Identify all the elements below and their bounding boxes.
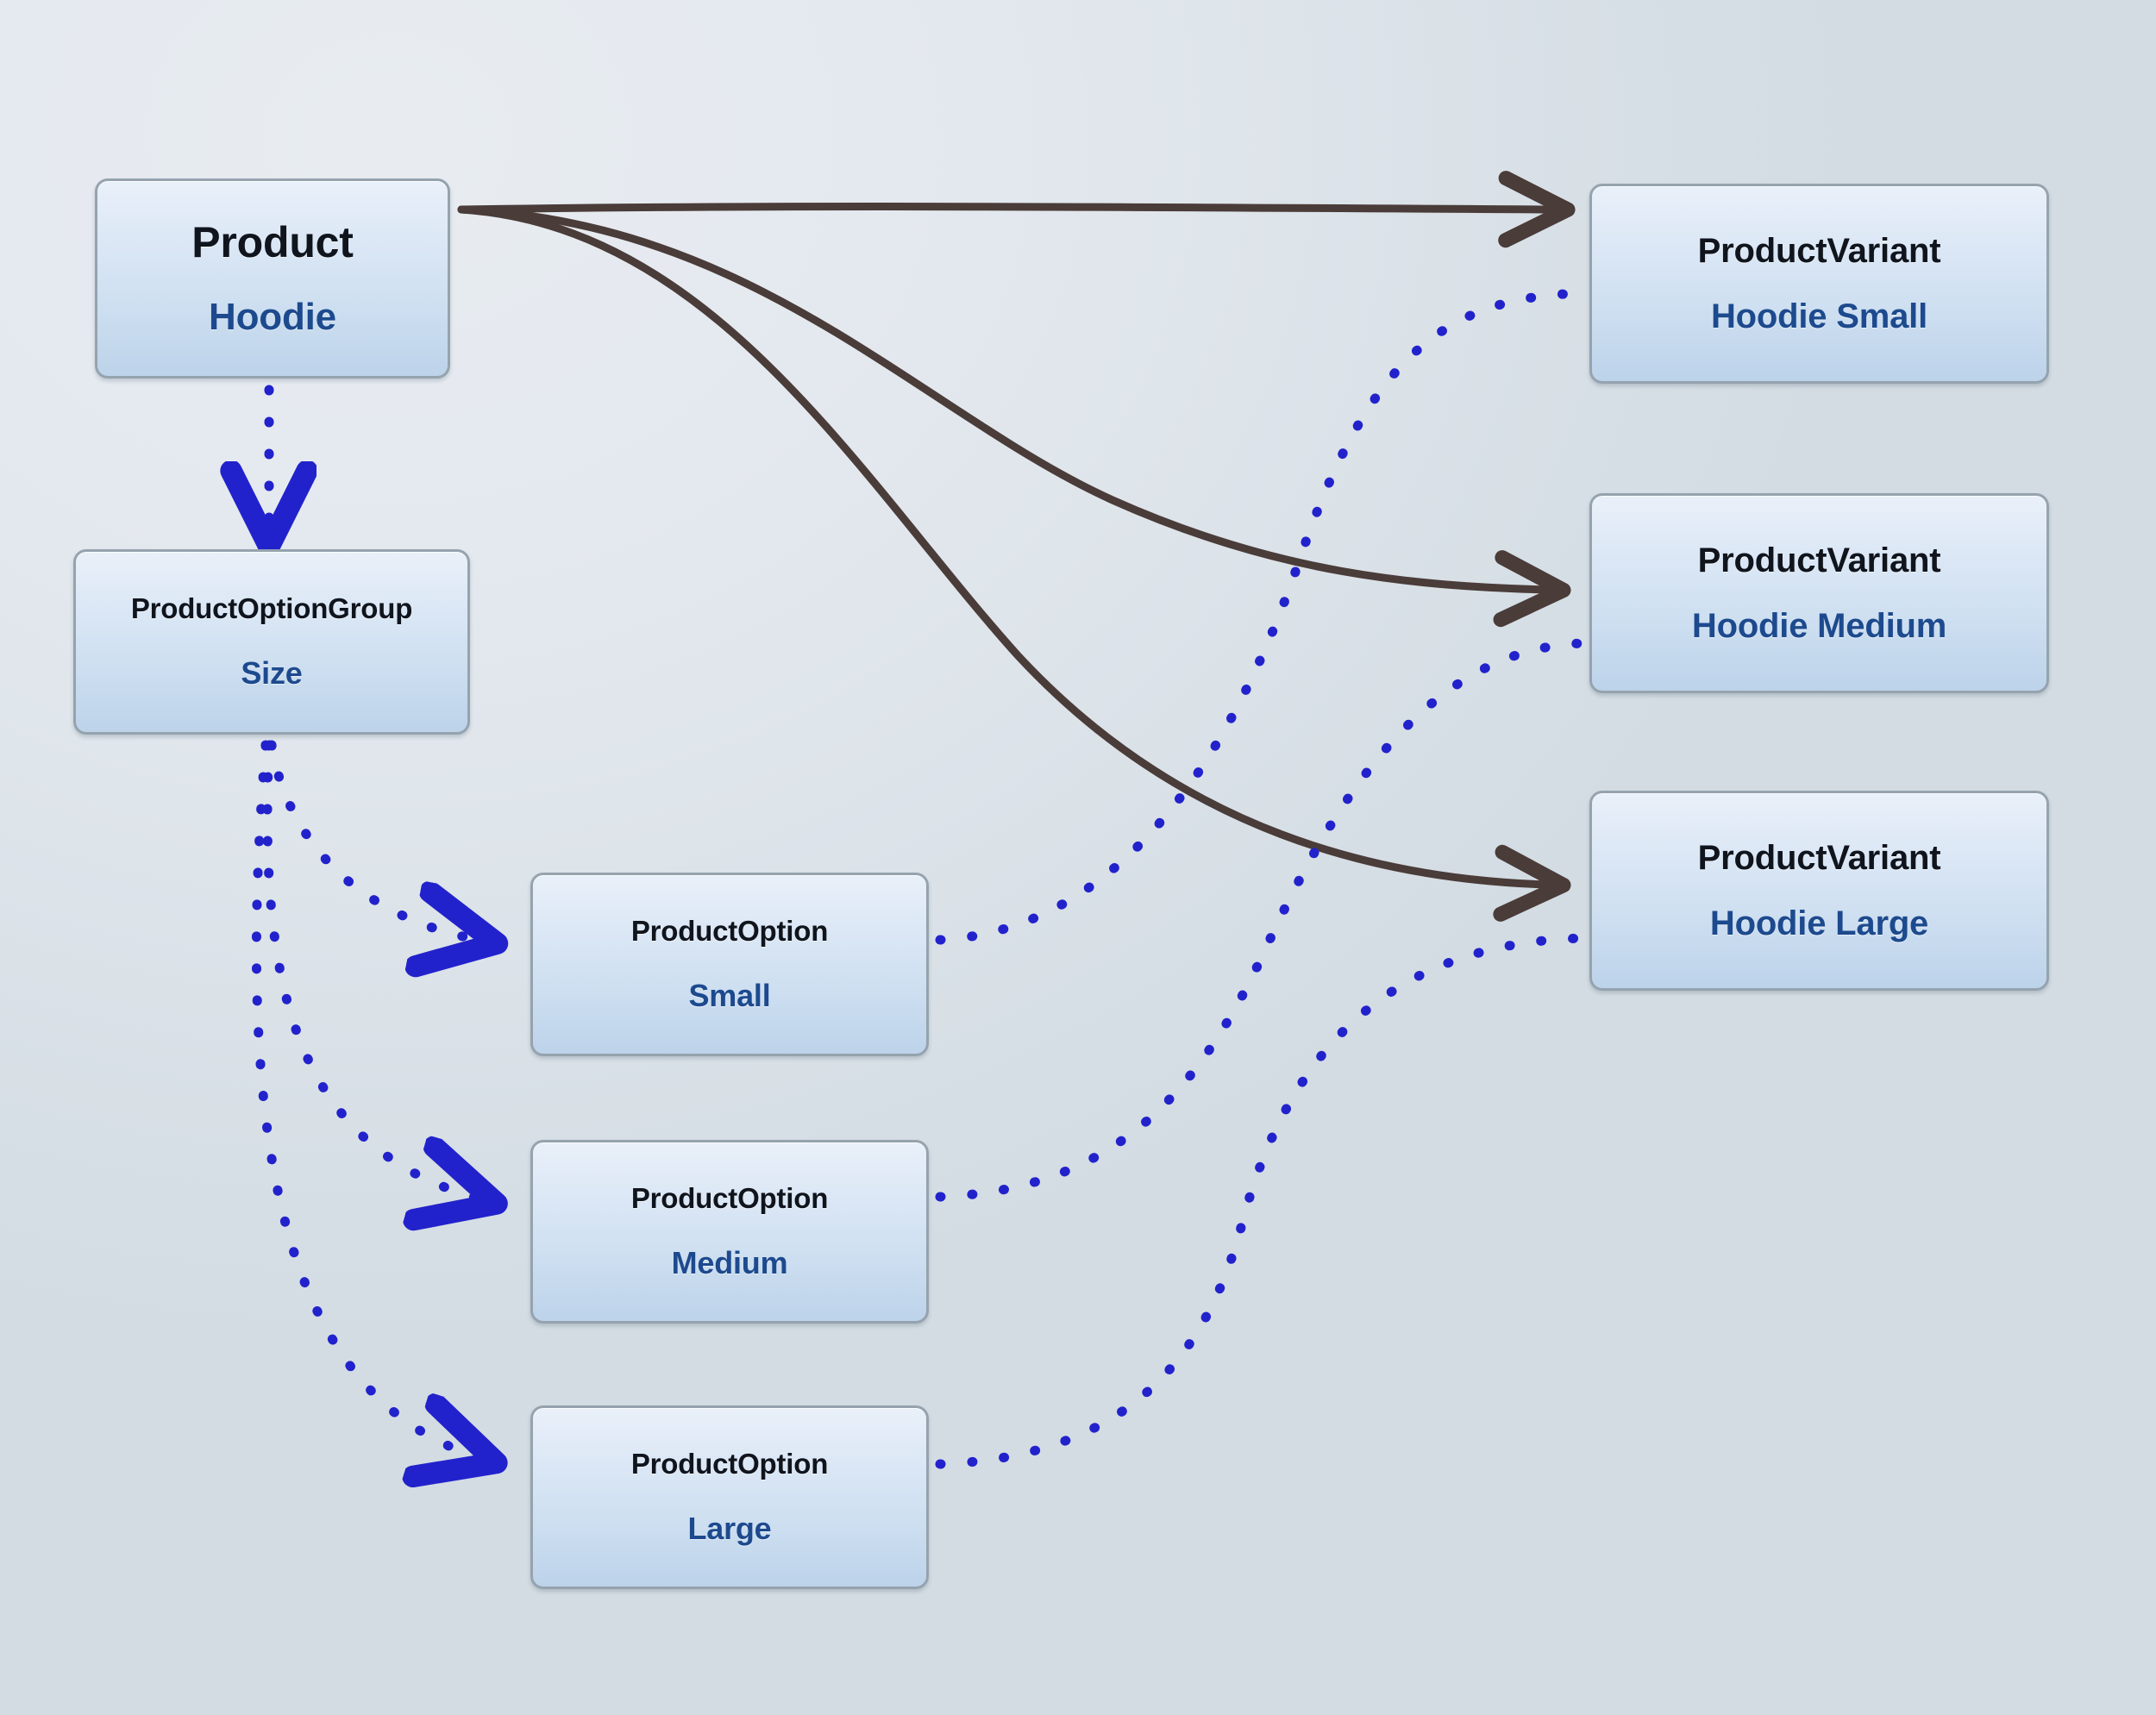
node-product-option-medium[interactable]: ProductOption Medium [530, 1140, 929, 1324]
node-product-option-small-label: Small [688, 977, 771, 1013]
edge-product-to-variant-large [457, 205, 1571, 922]
edge-option-small-to-variant-small [935, 288, 1590, 945]
node-product[interactable]: Product Hoodie [95, 178, 450, 379]
node-product-variant-small-type: ProductVariant [1697, 232, 1941, 270]
edge-option-large-to-variant-large [935, 933, 1590, 1469]
edge-option-group-to-option-large [251, 740, 479, 1457]
node-product-type: Product [191, 217, 354, 266]
edge-product-to-variant-medium [457, 205, 1571, 628]
node-product-option-medium-type: ProductOption [630, 1182, 829, 1215]
node-product-option-large-label: Large [687, 1510, 772, 1546]
node-product-variant-medium-type: ProductVariant [1697, 541, 1941, 579]
node-product-option-large[interactable]: ProductOption Large [530, 1405, 929, 1589]
node-product-option-small[interactable]: ProductOption Small [530, 873, 929, 1056]
node-product-variant-large[interactable]: ProductVariant Hoodie Large [1589, 791, 2049, 991]
node-product-variant-small[interactable]: ProductVariant Hoodie Small [1589, 184, 2049, 384]
edge-product-to-variant-small [457, 171, 1576, 248]
node-product-variant-small-label: Hoodie Small [1711, 297, 1927, 335]
edge-option-group-to-option-medium [262, 740, 479, 1199]
node-product-label: Hoodie [209, 296, 336, 339]
node-product-option-medium-label: Medium [671, 1244, 788, 1280]
edge-option-group-to-option-small [266, 740, 479, 940]
node-product-option-group-label: Size [241, 654, 303, 691]
node-product-option-large-type: ProductOption [630, 1448, 829, 1480]
node-product-option-small-type: ProductOption [630, 915, 829, 948]
node-product-option-group-type: ProductOptionGroup [130, 592, 413, 625]
edge-option-medium-to-variant-medium [935, 638, 1590, 1202]
node-product-option-group[interactable]: ProductOptionGroup Size [73, 549, 470, 735]
node-product-variant-large-type: ProductVariant [1697, 839, 1941, 877]
node-product-variant-medium[interactable]: ProductVariant Hoodie Medium [1589, 493, 2049, 693]
node-product-variant-medium-label: Hoodie Medium [1691, 607, 1947, 645]
node-product-variant-large-label: Hoodie Large [1709, 904, 1929, 942]
